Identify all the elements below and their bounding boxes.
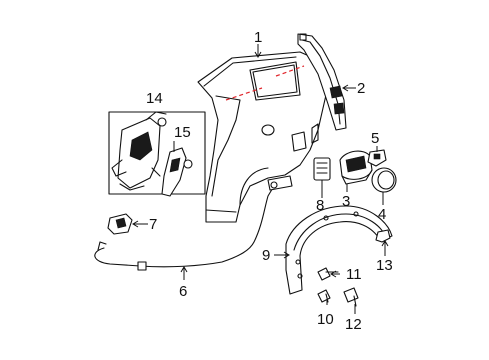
quarter-panel [197,51,327,223]
callout-15: 15 [174,124,191,141]
fuel-filler-housing [339,150,373,185]
callout-1: 1 [254,29,262,46]
callout-2: 2 [357,80,365,97]
callout-labels: 1 2 3 4 5 6 7 8 9 10 11 12 13 14 15 [146,29,393,333]
callout-11: 11 [346,266,362,283]
grommet [313,157,331,181]
callout-4: 4 [378,206,386,223]
callout-7: 7 [149,216,157,233]
callout-10: 10 [317,311,334,328]
flange-bolt [343,287,359,307]
liner-clip [375,229,391,243]
callout-6: 6 [179,283,187,300]
fuel-lid [371,167,397,193]
cable-clip [107,213,133,235]
callout-3: 3 [342,193,350,210]
callout-13: 13 [376,257,393,274]
screw [317,267,339,281]
callout-12: 12 [345,316,362,333]
leader-arrowheads [132,51,389,278]
bracket [161,147,193,197]
hinge-clip [367,149,387,167]
callout-5: 5 [371,130,379,147]
callout-9: 9 [262,247,270,264]
bolt [317,289,331,303]
fuel-lid-opener-assembly [108,111,206,195]
release-cable [94,175,293,271]
rear-pillar-trim [297,33,347,131]
callout-14: 14 [146,90,163,107]
callout-8: 8 [316,197,324,214]
leader-lines [134,44,386,314]
inner-fender-liner [285,205,393,295]
